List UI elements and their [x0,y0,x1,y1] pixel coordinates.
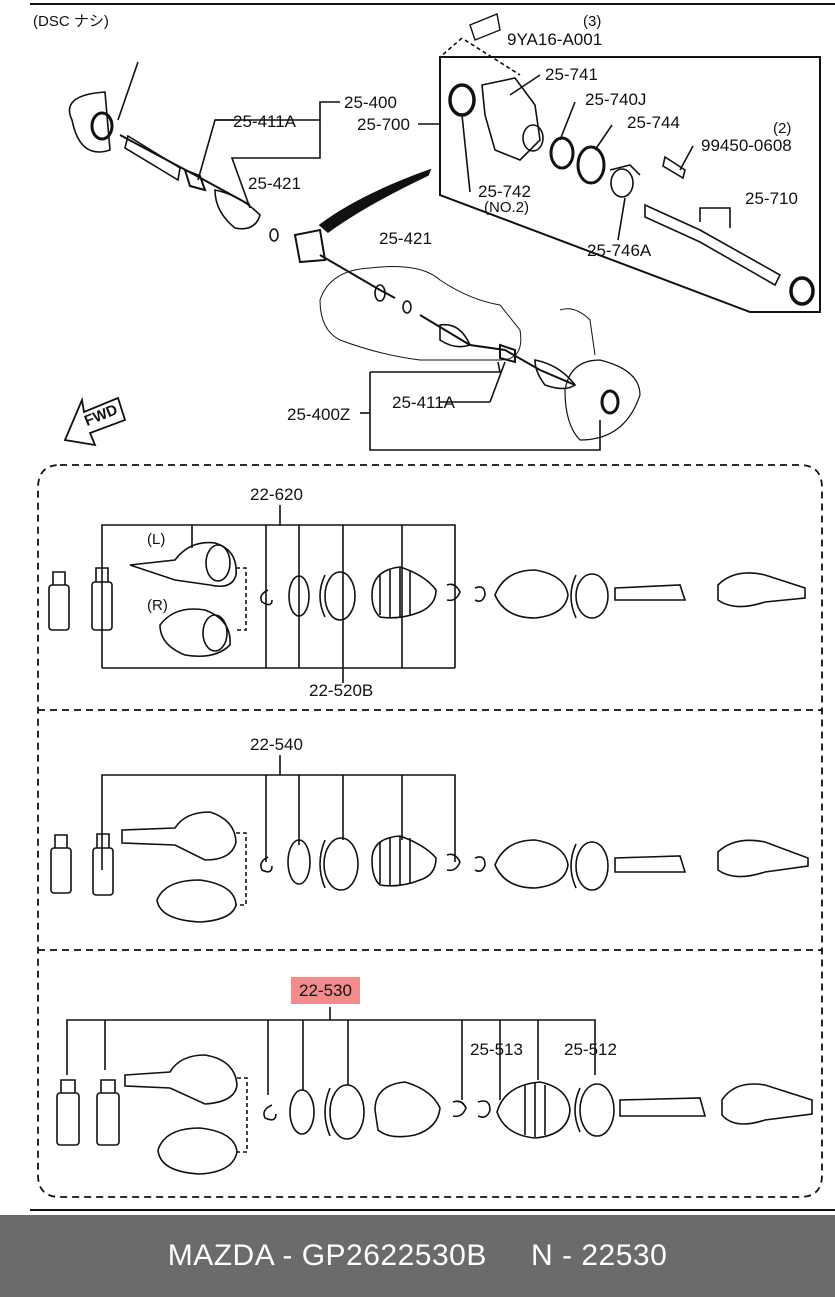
fwd-arrow [63,396,127,447]
diagram-drawing [30,3,835,1211]
footer-text: MAZDA - GP2622530B N - 22530 [167,1239,668,1272]
label-25-740j: 25-740J [585,90,647,109]
label-25-744: 25-744 [627,113,680,132]
bearing-housing [481,77,541,161]
label-right: (R) [147,597,168,614]
label-25-746a: 25-746A [587,241,652,260]
kit-panel [37,464,823,1198]
seal-25742 [448,83,476,117]
label-22-530-highlight: 22-530 [291,977,360,1004]
label-25-512: 25-512 [564,1040,617,1059]
label-25-742: 25-742 [478,182,531,201]
label-25-421-a: 25-421 [248,174,301,193]
label-22-620: 22-620 [250,485,303,504]
parts-diagram: (DSC ナシ) (3) 9YA16-A001 25-741 25-400 25… [30,3,835,1211]
right-hub [564,359,641,441]
left-boot [214,189,261,230]
label-25-741: 25-741 [545,65,598,84]
label-22-540: 22-540 [250,735,303,754]
label-25-421-b: 25-421 [379,229,432,248]
label-25-513: 25-513 [470,1040,523,1059]
label-25-400z: 25-400Z [287,405,351,424]
label-25-411a-top: 25-411A [233,112,297,131]
label-left: (L) [147,531,166,548]
label-qty-2: (2) [773,120,792,137]
circlip-a [269,228,279,242]
left-seal [90,111,114,141]
footer-bar: MAZDA - GP2622530B N - 22530 [0,1215,835,1297]
left-hub [68,91,111,153]
label-25-710: 25-710 [745,189,798,208]
label-qty-3: (3) [583,13,602,30]
label-22-520b: 22-520B [309,681,374,700]
intermediate-shaft-box [439,56,821,313]
label-99450-0608: 99450-0608 [701,136,792,155]
label-25-411a-bottom: 25-411A [392,393,456,412]
circlip-b [402,300,412,314]
label-no2: (NO.2) [484,199,529,216]
diff-bracket [293,228,327,264]
label-25-400: 25-400 [344,93,397,112]
label-9ya16-a001: 9YA16-A001 [507,30,603,49]
dsc-note: (DSC ナシ) [33,13,109,30]
label-25-700: 25-700 [357,115,410,134]
